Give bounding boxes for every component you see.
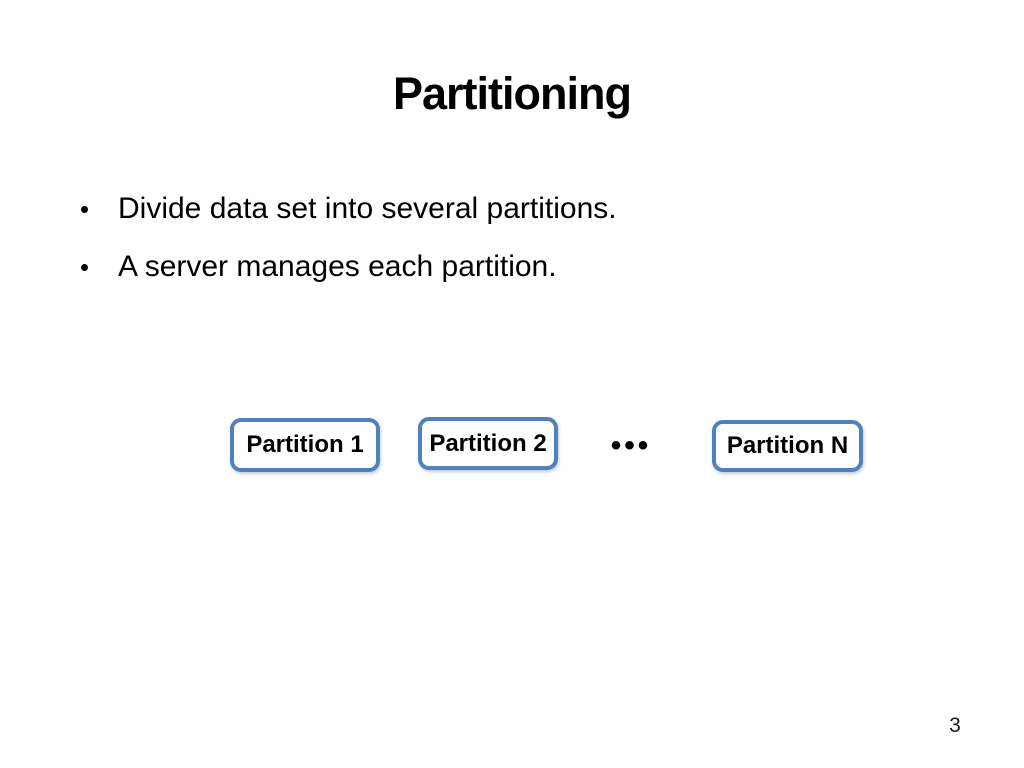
partition-1-label: Partition 1 xyxy=(246,431,364,458)
bullet-item: • Divide data set into several partition… xyxy=(80,190,900,228)
bullet-dot-icon: • xyxy=(80,252,90,282)
partition-n-label: Partition N xyxy=(726,432,849,459)
bullet-text: Divide data set into several partitions. xyxy=(118,192,617,225)
slide-title: Partitioning xyxy=(393,68,632,119)
bullet-text: A server manages each partition. xyxy=(118,250,557,283)
page-number: 3 xyxy=(949,714,961,737)
partition-2-label: Partition 2 xyxy=(429,429,547,457)
partition-1-box: Partition 1 xyxy=(230,418,380,472)
partition-n-box: Partition N xyxy=(712,420,863,472)
bullet-list: • Divide data set into several partition… xyxy=(80,190,900,306)
partition-2-box: Partition 2 xyxy=(418,417,558,470)
bullet-dot-icon: • xyxy=(80,194,90,224)
bullet-item: • A server manages each partition. xyxy=(80,248,900,286)
ellipsis-dots-icon: ••• xyxy=(610,429,652,462)
